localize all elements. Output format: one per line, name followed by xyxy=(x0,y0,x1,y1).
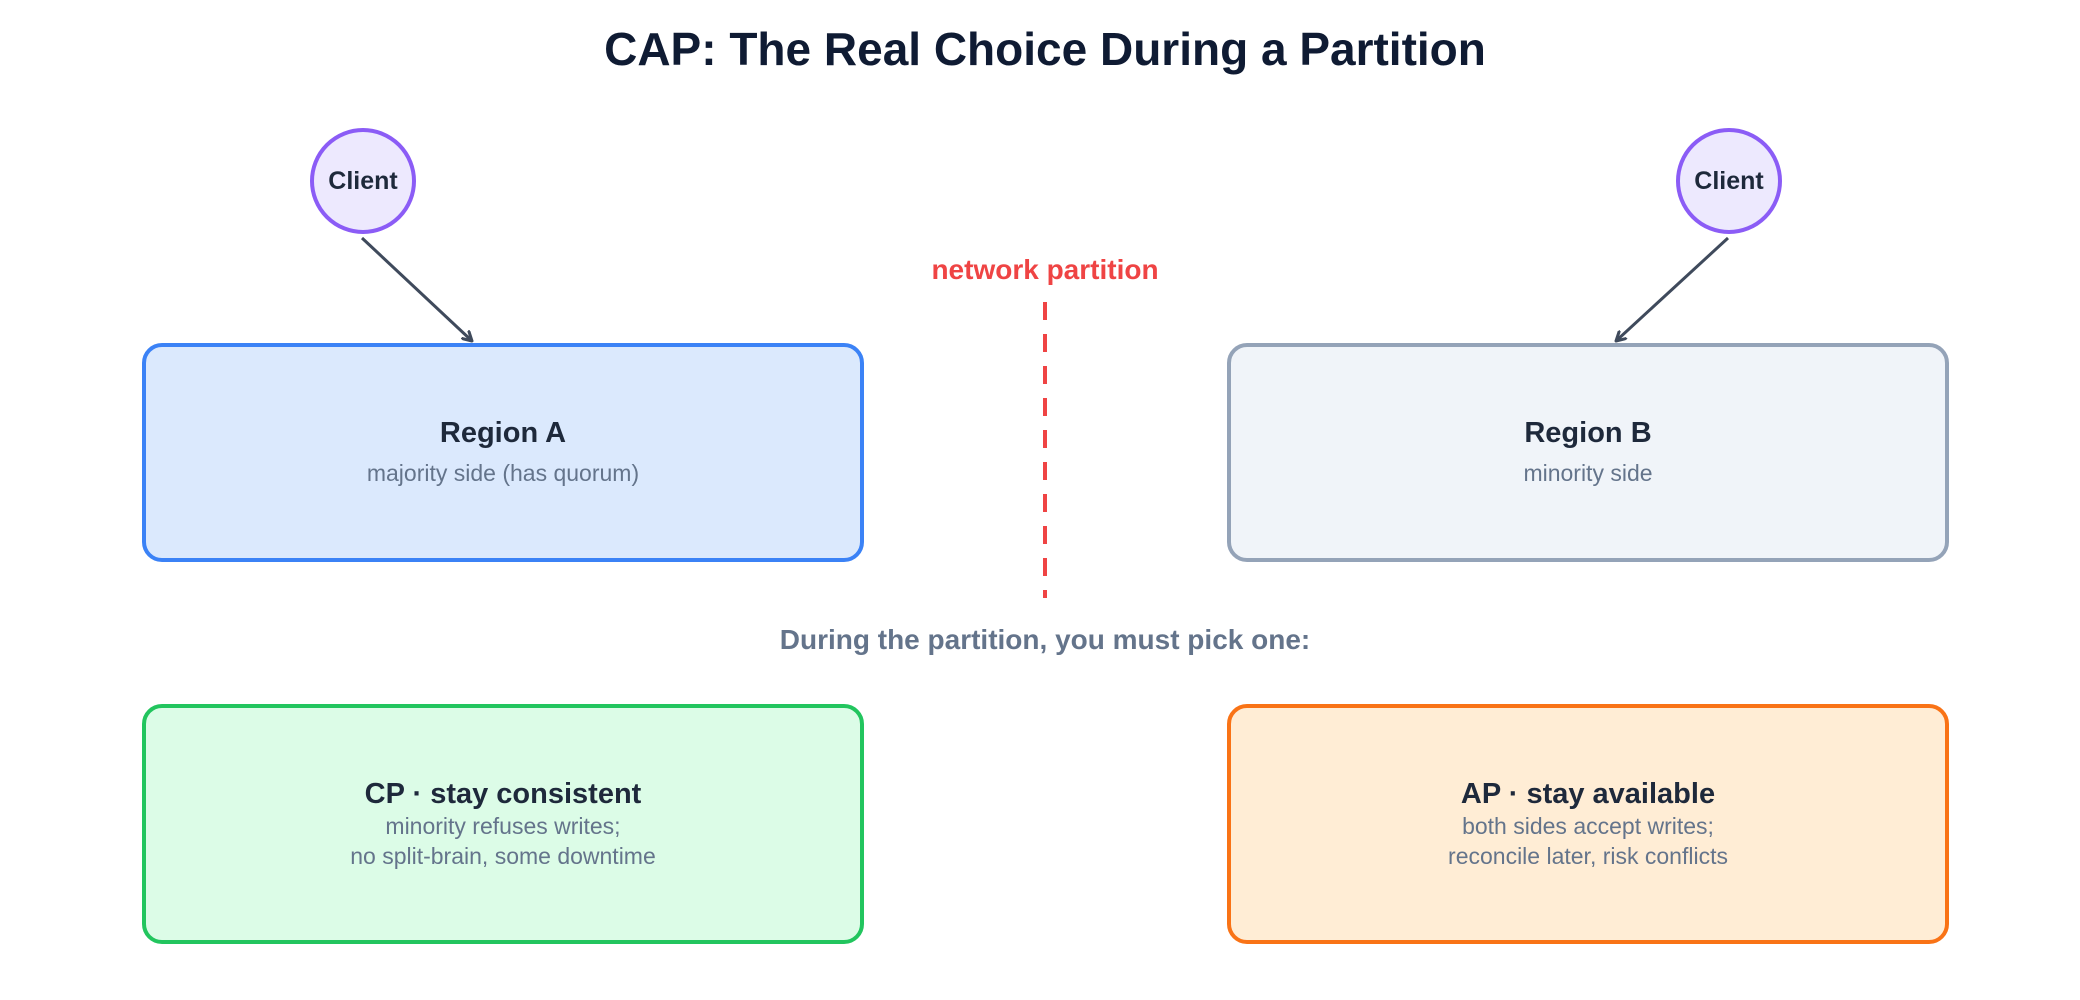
cp-title: CP · stay consistent xyxy=(364,777,642,810)
region-b-subtitle: minority side xyxy=(1523,460,1653,486)
ap-line-2: reconcile later, risk conflicts xyxy=(1448,842,1728,869)
client-label: Client xyxy=(328,166,398,195)
client-node-a: Client xyxy=(310,128,416,234)
diagram-title: CAP: The Real Choice During a Partition xyxy=(604,23,1486,75)
region-a-subtitle: majority side (has quorum) xyxy=(366,460,640,486)
region-b-title: Region B xyxy=(1524,417,1652,449)
client-label: Client xyxy=(1694,166,1764,195)
client-node-b: Client xyxy=(1676,128,1782,234)
region-a-title: Region A xyxy=(439,417,567,449)
cp-choice-box: CP · stay consistent minority refuses wr… xyxy=(142,704,864,944)
cp-line-2: no split-brain, some downtime xyxy=(350,842,656,869)
client-a-arrow xyxy=(360,236,472,341)
ap-line-1: both sides accept writes; xyxy=(1462,812,1714,839)
client-b-arrow xyxy=(1616,236,1730,341)
partition-label: network partition xyxy=(931,254,1159,285)
region-a-box: Region A majority side (has quorum) xyxy=(142,343,864,562)
cp-line-1: minority refuses writes; xyxy=(385,812,621,839)
ap-choice-box: AP · stay available both sides accept wr… xyxy=(1227,704,1949,944)
choice-prompt: During the partition, you must pick one: xyxy=(779,624,1311,655)
region-b-box: Region B minority side xyxy=(1227,343,1949,562)
ap-title: AP · stay available xyxy=(1460,777,1716,810)
